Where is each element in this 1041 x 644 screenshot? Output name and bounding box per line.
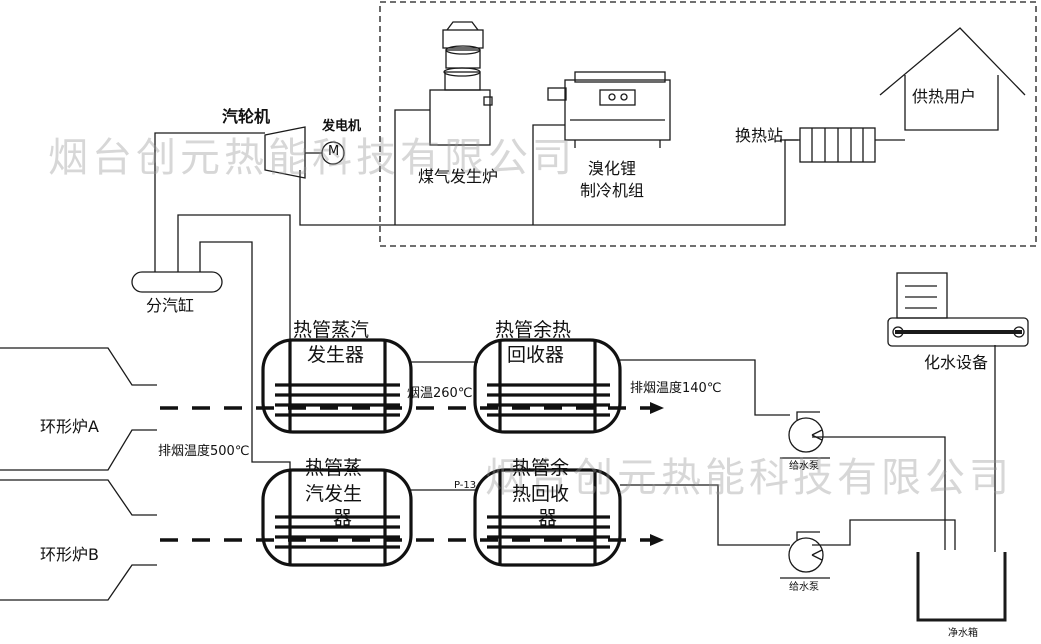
flue-arrow-b <box>650 534 664 546</box>
hp-recovery-b-shell <box>473 468 622 567</box>
hp-recovery-a-label-2: 回收器 <box>507 344 565 366</box>
watermark-top: 烟台创元热能科技有限公司 <box>48 135 576 181</box>
hp-recovery-a-shell <box>473 338 622 434</box>
feed-pump-b-label: 给水泵 <box>789 582 819 593</box>
exhaust-temp-out-label: 排烟温度140℃ <box>630 381 722 396</box>
feed-pump-a-circle <box>788 417 824 453</box>
clean-water-tank <box>916 552 1007 622</box>
water-treatment-unit <box>896 272 948 319</box>
steam-pipe-a <box>177 214 291 340</box>
turbine-label: 汽轮机 <box>222 107 271 126</box>
generator-symbol: M <box>328 144 340 159</box>
steam-header-label: 分汽缸 <box>146 296 195 315</box>
pipe-to-chiller <box>532 124 565 225</box>
turbine-body <box>264 126 306 179</box>
steam-pipe-b <box>199 241 291 470</box>
furnace-a-outline <box>0 347 157 471</box>
hp-steam-gen-a-label-2: 发生器 <box>307 344 365 366</box>
hp-recovery-b-label-3: 器 <box>538 507 558 529</box>
exhaust-temp-in-label: 排烟温度500℃ <box>158 444 250 459</box>
tag-p13: P-13 <box>454 480 477 491</box>
hp-steam-gen-a-shell <box>261 338 413 434</box>
water-line-a <box>620 359 790 416</box>
chiller-label-1: 溴化锂 <box>588 159 637 178</box>
generator-circle <box>321 141 345 165</box>
pump-b-to-tank <box>812 519 956 550</box>
heat-station-label: 换热站 <box>735 126 784 145</box>
flue-arrow-a <box>650 402 664 414</box>
chiller-label-2: 制冷机组 <box>580 181 645 200</box>
gas-generator-label: 煤气发生炉 <box>418 167 499 186</box>
pump-a-to-tank <box>812 436 946 550</box>
water-line-b <box>620 484 790 546</box>
feed-pump-b-circle <box>788 537 824 573</box>
chiller-body <box>564 79 671 141</box>
feed-pump-a-label: 给水泵 <box>789 461 819 472</box>
flue-temp-mid-label: 烟温260℃ <box>407 386 473 401</box>
steam-pipe-header-to-turbine <box>154 132 265 272</box>
hp-steam-gen-b-label-3: 器 <box>333 507 353 529</box>
hp-recovery-b-label-1: 热管余 <box>512 457 570 479</box>
water-treatment-label: 化水设备 <box>924 353 989 372</box>
heat-user-label: 供热用户 <box>912 87 977 106</box>
generator-label: 发电机 <box>322 119 362 134</box>
furnace-b-label: 环形炉B <box>40 545 99 564</box>
pipe-to-gas-generator <box>394 109 430 225</box>
furnace-a-label: 环形炉A <box>40 417 99 436</box>
hp-recovery-a-label-1: 热管余热 <box>495 319 572 341</box>
hp-steam-gen-a-label-1: 热管蒸汽 <box>293 319 370 341</box>
steam-header-drum <box>131 271 223 293</box>
hp-steam-gen-b-label-2: 汽发生 <box>305 483 363 505</box>
furnace-b-outline <box>0 479 157 601</box>
hp-steam-gen-b-shell <box>261 468 413 567</box>
hp-steam-gen-b-label-1: 热管蒸 <box>305 457 363 479</box>
cooling-heating-boundary <box>379 1 1037 247</box>
heat-user-house <box>879 27 1026 131</box>
clean-water-tank-label: 净水箱 <box>948 628 978 639</box>
watermark-bottom: 烟台创元热能科技有限公司 <box>485 455 1013 501</box>
hp-recovery-b-label-2: 热回收 <box>512 483 570 505</box>
